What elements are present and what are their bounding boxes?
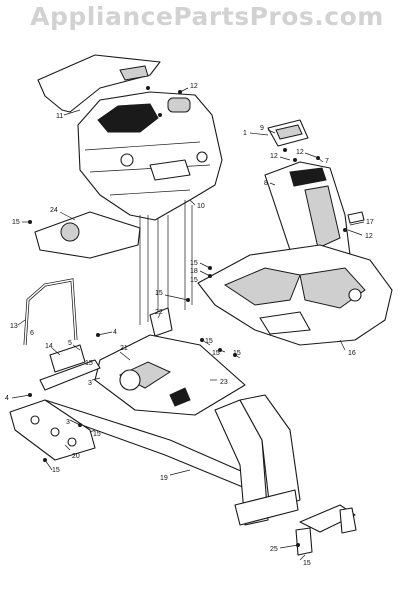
callout-10: 10 — [197, 203, 205, 210]
leader-lines — [11, 87, 365, 561]
part-14-plate[interactable] — [49, 344, 86, 373]
part-22-bracket[interactable] — [149, 307, 173, 337]
callout-21: 21 — [120, 345, 128, 352]
callout-labels: 1 9 12 12 7 8 17 12 12 11 10 24 15 15 18… — [5, 83, 374, 567]
callout-15a: 15 — [12, 219, 20, 226]
callout-15j: 15 — [52, 467, 60, 474]
steering-column-supports — [139, 200, 193, 330]
callout-15e: 15 — [205, 338, 213, 345]
part-9-cap[interactable] — [267, 119, 309, 147]
callout-1: 1 — [243, 130, 247, 137]
callout-12d: 12 — [190, 83, 198, 90]
callout-12c: 12 — [365, 233, 373, 240]
callout-23: 23 — [220, 379, 228, 386]
callout-4a: 4 — [113, 329, 117, 336]
callout-5: 5 — [68, 340, 72, 347]
callout-9: 9 — [260, 125, 264, 132]
callout-15b: 15 — [190, 260, 198, 267]
callout-8: 8 — [264, 180, 268, 187]
part-20-bumper-plate[interactable] — [9, 399, 96, 461]
callout-15g: 15 — [233, 350, 241, 357]
callout-11: 11 — [56, 113, 63, 120]
callout-4b: 4 — [5, 395, 9, 402]
callout-22: 22 — [155, 309, 163, 316]
part-11-hood-flap[interactable] — [37, 54, 161, 113]
part-25-rear-hitch[interactable] — [295, 504, 357, 556]
part-24-bracket-plate[interactable] — [34, 211, 141, 259]
part-19-main-frame[interactable] — [39, 359, 301, 526]
callout-15f: 15 — [212, 350, 220, 357]
callout-15i: 15 — [93, 431, 101, 438]
callout-20: 20 — [72, 453, 80, 460]
callout-14: 14 — [45, 343, 53, 350]
callout-12a: 12 — [270, 153, 278, 160]
callout-18: 18 — [190, 268, 198, 275]
callout-16: 16 — [348, 350, 356, 357]
part-16-fender-deck[interactable] — [197, 244, 393, 346]
part-10-hood-body[interactable] — [77, 91, 223, 221]
callout-3a: 3 — [88, 380, 92, 387]
part-13-handle-rod[interactable] — [23, 278, 78, 346]
callout-17: 17 — [366, 219, 374, 226]
callout-24: 24 — [50, 207, 58, 214]
callout-12b: 12 — [296, 149, 304, 156]
site-watermark: AppliancePartsPros.com — [30, 2, 384, 31]
callout-25: 25 — [270, 546, 278, 553]
callout-15k: 15 — [303, 560, 311, 567]
callout-6: 6 — [30, 330, 34, 337]
callout-19: 19 — [160, 475, 168, 482]
callout-15d: 15 — [155, 290, 163, 297]
part-17-bracket[interactable] — [347, 211, 365, 224]
callout-3b: 3 — [66, 419, 70, 426]
callout-15h: 15 — [85, 360, 93, 367]
part-23-frame-platform[interactable] — [94, 334, 246, 416]
callout-13: 13 — [10, 323, 18, 330]
callout-15c: 15 — [190, 277, 198, 284]
part-8-console-tower[interactable] — [264, 161, 351, 269]
callout-7: 7 — [325, 158, 329, 165]
